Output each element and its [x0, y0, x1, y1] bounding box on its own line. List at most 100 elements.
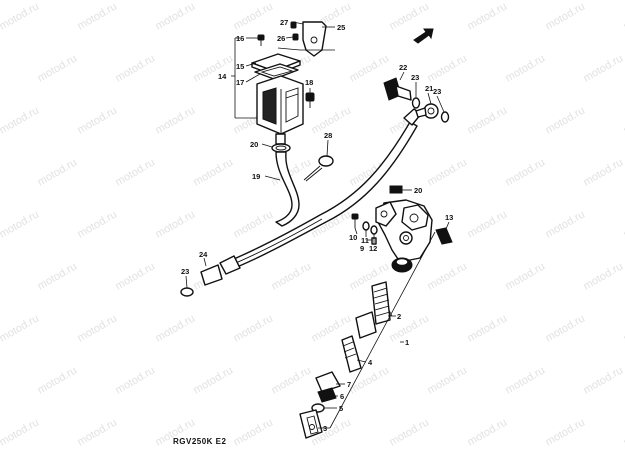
watermark-text: motod.ru [581, 52, 625, 84]
watermark-text: motod.ru [75, 104, 119, 136]
watermark-text: motod.ru [503, 260, 547, 292]
watermark-text: motod.ru [465, 0, 509, 32]
watermark-text: motod.ru [153, 104, 197, 136]
watermark-text: motod.ru [113, 52, 157, 84]
watermark-text: motod.ru [75, 0, 119, 32]
callout-12: 12 [369, 244, 377, 253]
watermark-text: motod.ru [465, 312, 509, 344]
watermark-text: motod.ru [191, 156, 235, 188]
callout-labels: 27 25 16 26 15 14 17 18 22 23 21 23 28 2… [181, 18, 453, 433]
watermark-text: motod.ru [231, 0, 275, 32]
watermark-text: motod.ru [543, 208, 587, 240]
callout-2: 2 [397, 312, 401, 321]
watermark-text: motod.ru [581, 260, 625, 292]
banjo-bolt-group [383, 77, 450, 123]
callout-14: 14 [218, 72, 227, 81]
watermark-text: motod.ru [153, 208, 197, 240]
callout-23c: 23 [181, 267, 189, 276]
callout-7: 7 [347, 380, 351, 389]
watermark-text: motod.ru [75, 312, 119, 344]
watermark-text: motod.ru [581, 364, 625, 396]
watermark-text: motod.ru [191, 364, 235, 396]
callout-27: 27 [280, 18, 288, 27]
callout-22: 22 [399, 63, 407, 72]
callout-16: 16 [236, 34, 244, 43]
callout-23a: 23 [411, 73, 419, 82]
watermark-text: motod.ru [465, 208, 509, 240]
watermark-text: motod.ru [581, 156, 625, 188]
callout-21: 21 [425, 84, 433, 93]
watermark-text: motod.ru [75, 416, 119, 448]
watermark-text: motod.ru [425, 156, 469, 188]
callout-24: 24 [199, 250, 208, 259]
watermark-text: motod.ru [621, 208, 625, 240]
callout-23b: 23 [433, 87, 441, 96]
hose-end-fitting [180, 255, 241, 297]
watermark-text: motod.ru [621, 104, 625, 136]
watermark-text: motod.ru [465, 416, 509, 448]
watermark-text: motod.ru [153, 0, 197, 32]
watermark-text: motod.ru [425, 260, 469, 292]
watermark-text: motod.ru [543, 416, 587, 448]
watermark-text: motod.ru [503, 364, 547, 396]
cotter-pin [303, 155, 334, 182]
watermark-text: motod.ru [543, 0, 587, 32]
watermark-text: motod.ru [269, 260, 313, 292]
watermark-text: motod.ru [465, 104, 509, 136]
callout-15: 15 [236, 62, 244, 71]
watermark-text: motod.ru [231, 312, 275, 344]
watermark-text: motod.ru [0, 208, 41, 240]
watermark-text: motod.ru [75, 208, 119, 240]
watermark-text: motod.ru [503, 156, 547, 188]
watermark-text: motod.ru [621, 416, 625, 448]
watermark-text: motod.ru [387, 416, 431, 448]
callout-11: 11 [361, 236, 369, 245]
watermark-text: motod.ru [387, 312, 431, 344]
watermark-text: motod.ru [231, 208, 275, 240]
leader-lines [185, 21, 450, 429]
reservoir-assembly [251, 21, 327, 145]
callout-28: 28 [324, 131, 332, 140]
watermark-text: motod.ru [35, 52, 79, 84]
watermark-text: motod.ru [35, 156, 79, 188]
watermark-text: motod.ru [425, 364, 469, 396]
watermark-text: motod.ru [543, 104, 587, 136]
callout-5: 5 [339, 404, 343, 413]
callout-18: 18 [305, 78, 313, 87]
callout-17: 17 [236, 78, 244, 87]
callout-6: 6 [340, 392, 344, 401]
watermark-text: motod.ru [269, 364, 313, 396]
watermark-text: motod.ru [387, 0, 431, 32]
watermark-text: motod.ru [113, 156, 157, 188]
direction-arrow-icon [413, 28, 434, 44]
watermark-text: motod.ru [35, 260, 79, 292]
watermark-text: motod.ru [153, 312, 197, 344]
piston-pushrod-stack [299, 281, 391, 439]
watermark-text: motod.ru [113, 260, 157, 292]
watermark-text: motod.ru [503, 52, 547, 84]
watermark-text: motod.ru [543, 312, 587, 344]
master-cylinder-body [351, 199, 453, 273]
watermark-text: motod.ru [113, 364, 157, 396]
callout-20b: 20 [414, 186, 422, 195]
callout-10: 10 [349, 233, 357, 242]
watermark-text: motod.ru [0, 312, 41, 344]
brake-hose [226, 103, 439, 271]
callout-13: 13 [445, 213, 453, 222]
watermark-text: motod.ru [0, 104, 41, 136]
callout-25: 25 [337, 23, 345, 32]
callout-26: 26 [277, 34, 285, 43]
callout-3: 3 [323, 424, 327, 433]
watermark-text: motod.ru [621, 0, 625, 32]
model-code-label: RGV250K E2 [173, 437, 227, 446]
reservoir-hose [271, 143, 300, 227]
callout-9: 9 [360, 244, 364, 253]
watermark-text: motod.ru [0, 416, 41, 448]
callout-20a: 20 [250, 140, 258, 149]
watermark-text: motod.ru [231, 416, 275, 448]
callout-4: 4 [368, 358, 373, 367]
watermark-text: motod.ru [347, 52, 391, 84]
callout-19: 19 [252, 172, 260, 181]
watermark-text: motod.ru [35, 364, 79, 396]
